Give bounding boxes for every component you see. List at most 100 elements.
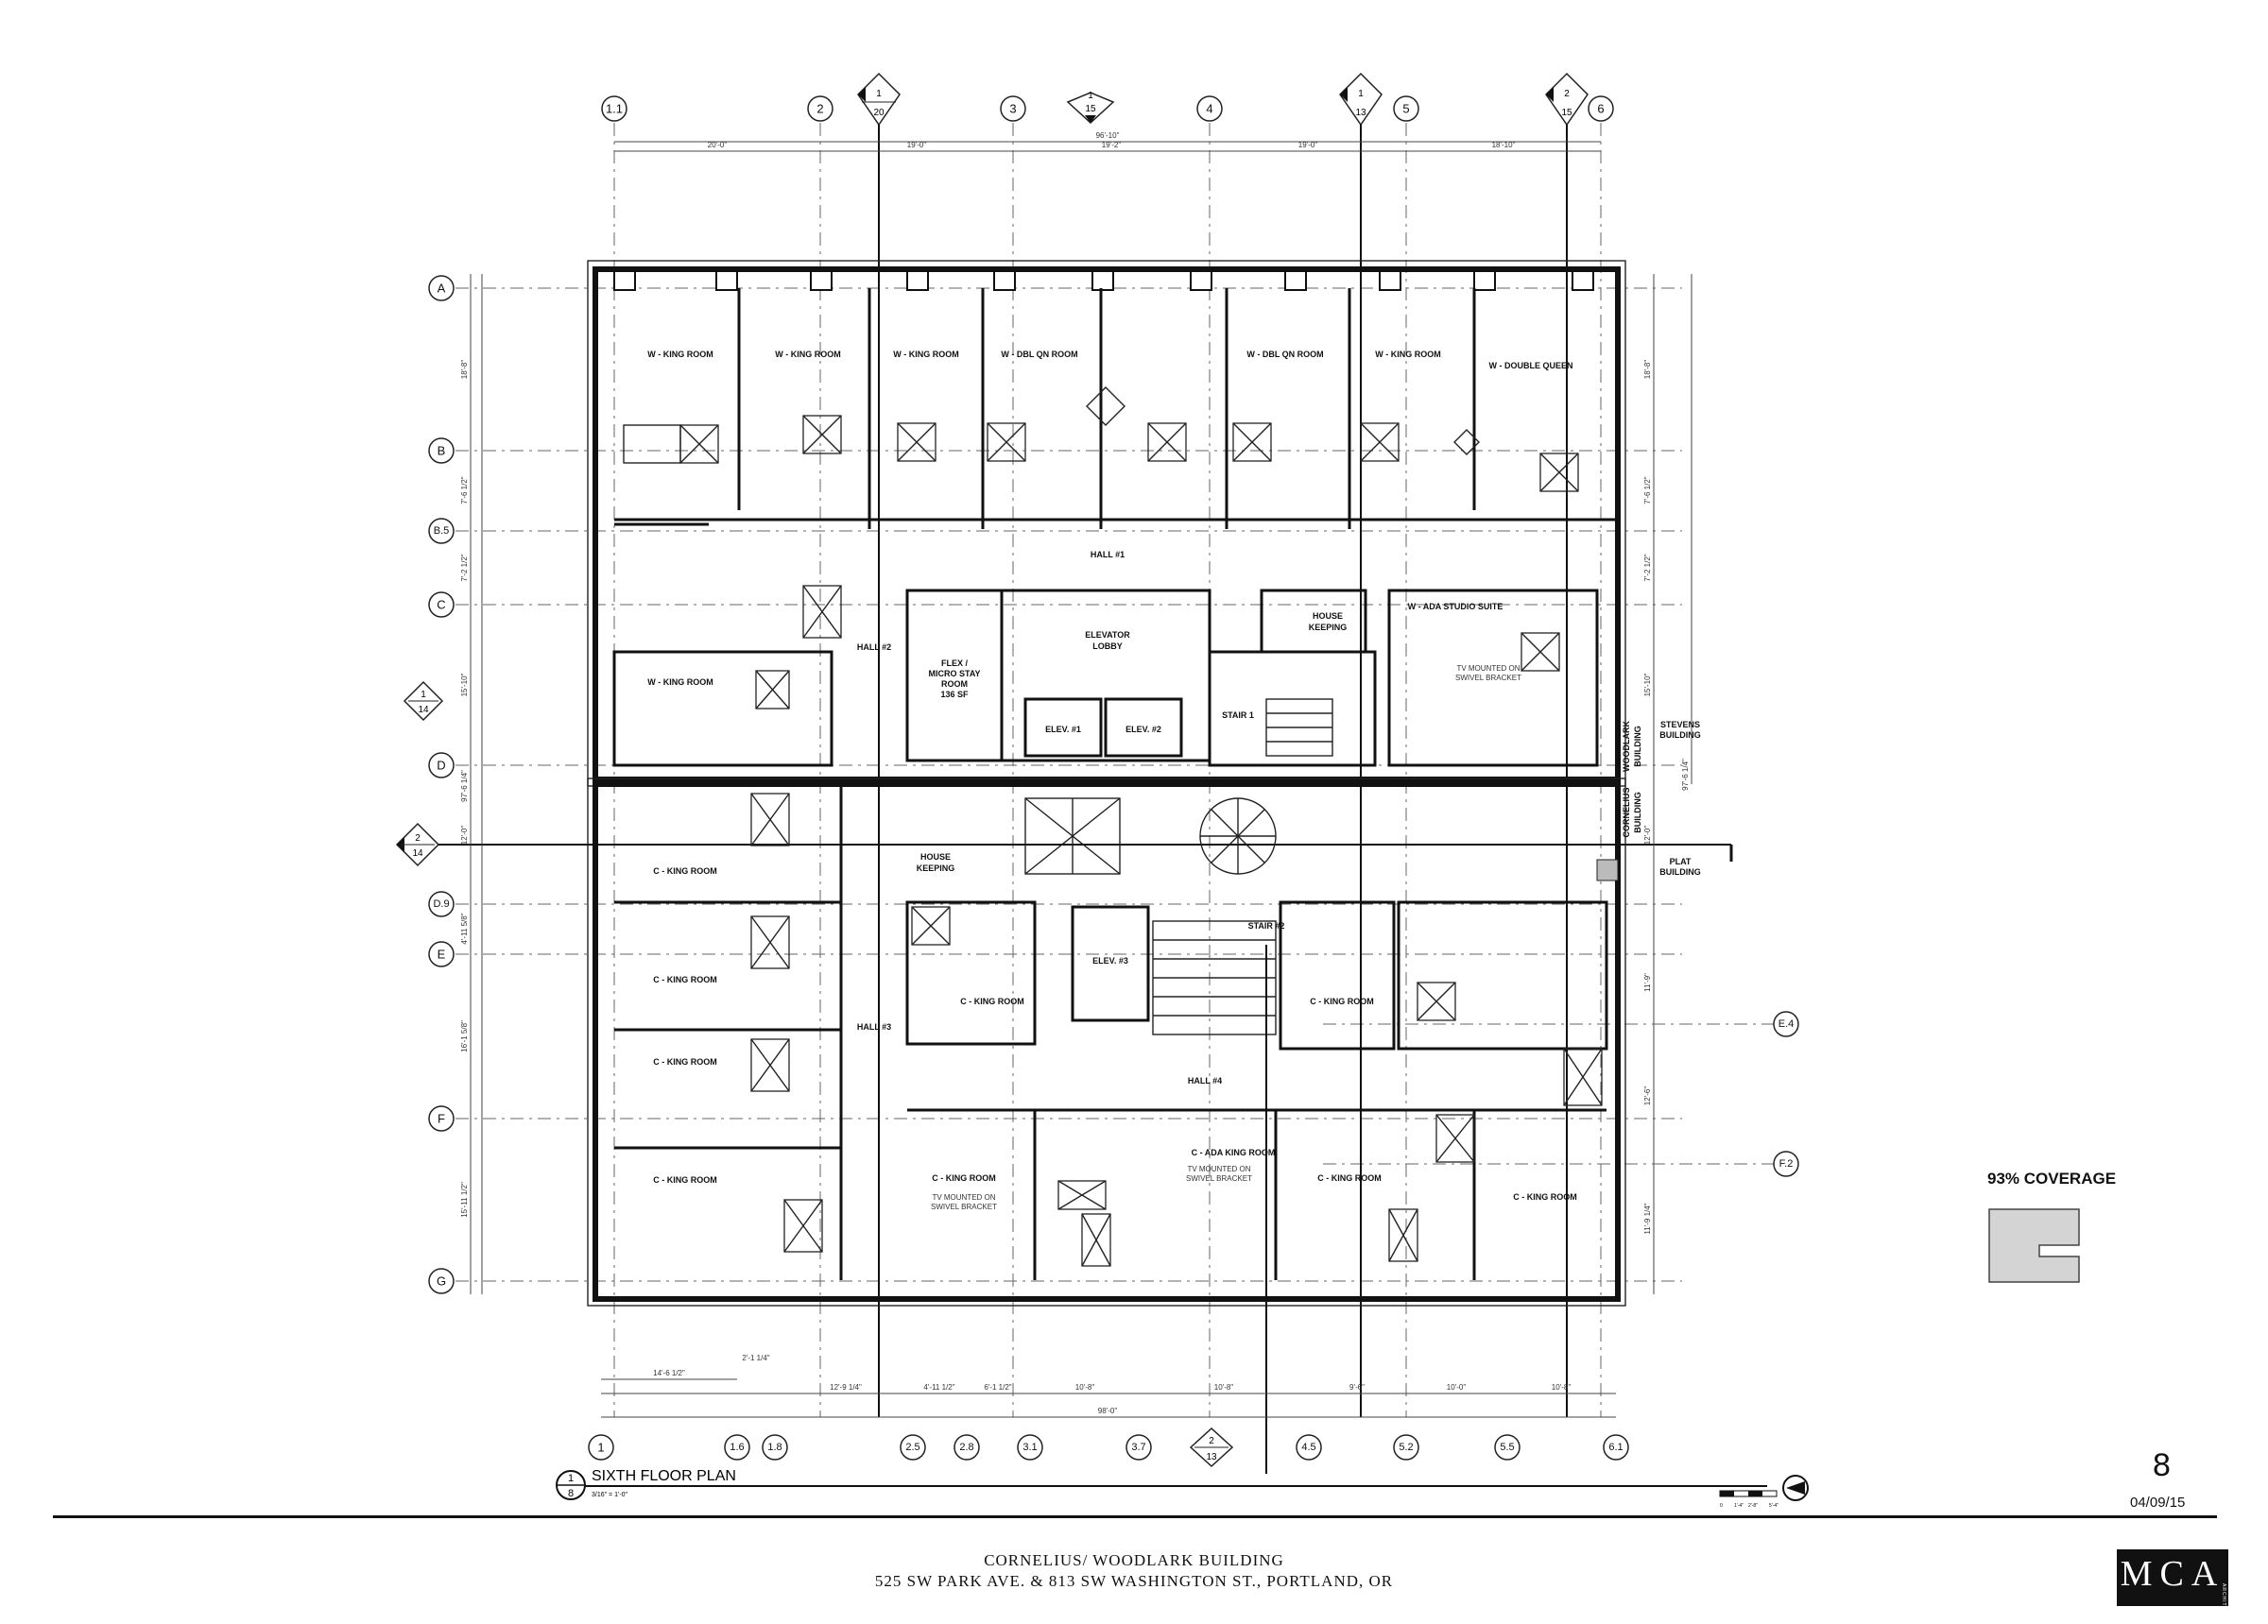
section-marker-2-15: 2 15 — [1545, 72, 1589, 1417]
grid-row-F2: F.2 — [1779, 1158, 1794, 1170]
room-w-king-4: W - KING ROOM — [1375, 350, 1441, 359]
svg-text:18'-8": 18'-8" — [1643, 360, 1652, 380]
svg-text:98'-0": 98'-0" — [1098, 1407, 1118, 1415]
section-marker-1-13: 1 13 — [1339, 72, 1383, 1417]
mca-logo-sub: ARCHITECTS — [2221, 1583, 2226, 1623]
svg-text:15'-10": 15'-10" — [1643, 673, 1652, 696]
svg-text:19'-0": 19'-0" — [1298, 141, 1318, 149]
label-stevens-2: BUILDING — [1659, 730, 1701, 740]
room-flex-line4: 136 SF — [940, 690, 969, 699]
section-marker-1-20: 1 20 — [857, 72, 901, 1417]
section-markers-top: 1 20 1 15 1 13 2 15 — [857, 72, 1589, 1417]
room-w-ada-studio: W - ADA STUDIO SUITE — [1408, 602, 1503, 611]
room-c-king-2: C - KING ROOM — [653, 975, 717, 984]
svg-text:2'-1 1/4": 2'-1 1/4" — [742, 1354, 769, 1362]
svg-text:12'-0": 12'-0" — [460, 826, 469, 846]
room-hall-2: HALL #2 — [857, 642, 891, 652]
grid-col-6.1: 6.1 — [1608, 1442, 1623, 1453]
grid-bubbles-top: 1.1 2 3 4 5 6 — [601, 95, 1614, 122]
svg-text:10'-0": 10'-0" — [1447, 1383, 1467, 1392]
mca-logo: MCA ARCHITECTS — [2117, 1549, 2228, 1623]
svg-text:0: 0 — [1720, 1503, 1723, 1509]
room-c-king-8: C - KING ROOM — [1317, 1173, 1382, 1183]
svg-text:6'-1 1/2": 6'-1 1/2" — [984, 1383, 1011, 1392]
svg-text:14: 14 — [412, 848, 423, 859]
grid-col-1.8: 1.8 — [767, 1442, 782, 1453]
label-plat-2: BUILDING — [1659, 867, 1701, 877]
tv-note-2a: TV MOUNTED ON — [932, 1193, 995, 1202]
grid-row-D: D — [437, 759, 445, 773]
svg-text:2: 2 — [1209, 1436, 1214, 1446]
svg-text:10'-8": 10'-8" — [1214, 1383, 1234, 1392]
label-cornelius-2: BUILDING — [1633, 792, 1642, 833]
grid-col-3.7: 3.7 — [1131, 1442, 1145, 1453]
grid-col-2.8: 2.8 — [959, 1442, 973, 1453]
north-arrow-scale: 0 1'-4" 2'-8" 5'-4" — [1719, 1475, 1809, 1509]
section-marker-1-15: 1 15 — [1066, 91, 1115, 125]
room-elevator-lobby-1: ELEVATOR — [1085, 630, 1130, 640]
tv-note-1b: SWIVEL BRACKET — [1455, 674, 1521, 682]
project-address: 525 SW PARK AVE. & 813 SW WASHINGTON ST.… — [874, 1572, 1394, 1590]
tv-note-1a: TV MOUNTED ON — [1456, 664, 1520, 673]
project-name: CORNELIUS/ WOODLARK BUILDING — [984, 1551, 1284, 1569]
svg-text:7'-2 1/2": 7'-2 1/2" — [1643, 554, 1652, 581]
room-stair-2: STAIR #2 — [1248, 921, 1285, 931]
grid-row-D9: D.9 — [433, 898, 449, 910]
grid-col-4: 4 — [1206, 102, 1212, 116]
svg-text:1: 1 — [1088, 91, 1093, 101]
drawing-title-sheet: 8 — [568, 1488, 574, 1499]
svg-text:96'-10": 96'-10" — [1096, 131, 1120, 140]
svg-text:12'-0": 12'-0" — [1643, 826, 1652, 846]
dimensions-right: 18'-8" 7'-6 1/2" 7'-2 1/2" 15'-10" 97'-6… — [1643, 274, 1692, 1294]
room-c-king-7: C - KING ROOM — [932, 1173, 996, 1183]
room-house-keeping-2a: HOUSE — [920, 852, 951, 862]
room-c-ada-king: C - ADA KING ROOM — [1192, 1148, 1276, 1157]
room-w-king-3: W - KING ROOM — [893, 350, 959, 359]
label-woodlark-2: BUILDING — [1633, 726, 1642, 767]
drawing-title: 1 8 SIXTH FLOOR PLAN 3/16" = 1'-0" — [556, 1468, 1767, 1500]
room-w-dbl-qn-2: W - DBL QN ROOM — [1246, 350, 1323, 359]
svg-text:10'-8": 10'-8" — [1075, 1383, 1095, 1392]
grid-row-C: C — [437, 598, 445, 612]
mca-logo-letters: MCA — [2120, 1554, 2225, 1594]
grid-col-2: 2 — [816, 102, 823, 116]
grid-col-5: 5 — [1402, 102, 1409, 116]
tv-note-3b: SWIVEL BRACKET — [1186, 1174, 1252, 1183]
svg-text:97'-6 1/4": 97'-6 1/4" — [460, 770, 469, 802]
grid-row-F: F — [438, 1112, 445, 1126]
grid-col-1.1: 1.1 — [606, 102, 623, 116]
svg-text:1: 1 — [1358, 89, 1364, 99]
grid-bubbles-bottom: 1 1.6 1.8 2.5 2.8 3.1 3.7 4.5 5.2 5.5 6.… — [588, 945, 1629, 1474]
grid-row-B5: B.5 — [434, 525, 450, 537]
woodlark-interior-walls — [612, 288, 1618, 767]
svg-text:13: 13 — [1206, 1452, 1217, 1462]
svg-text:4'-11 5/8": 4'-11 5/8" — [460, 913, 469, 944]
svg-text:10'-8": 10'-8" — [1552, 1383, 1572, 1392]
dimensions-left: 18'-8" 7'-6 1/2" 7'-2 1/2" 15'-10" 97'-6… — [460, 274, 483, 1294]
drawing-title-text: SIXTH FLOOR PLAN — [592, 1468, 736, 1484]
svg-text:20'-0": 20'-0" — [708, 141, 728, 149]
grid-lines-vertical — [613, 123, 1602, 1417]
svg-text:11'-9": 11'-9" — [1643, 973, 1652, 992]
svg-text:13: 13 — [1355, 108, 1366, 118]
svg-text:7'-2 1/2": 7'-2 1/2" — [460, 554, 469, 581]
room-c-king-1: C - KING ROOM — [653, 866, 717, 876]
svg-text:14: 14 — [418, 705, 429, 715]
light-well — [1024, 797, 1277, 875]
svg-text:7'-6 1/2": 7'-6 1/2" — [1643, 476, 1652, 504]
grid-row-G: G — [437, 1274, 446, 1289]
svg-text:12'-6": 12'-6" — [1643, 1086, 1652, 1106]
room-w-king-5: W - KING ROOM — [647, 677, 713, 687]
svg-text:12'-9 1/4": 12'-9 1/4" — [830, 1383, 862, 1392]
svg-text:11'-9 1/4": 11'-9 1/4" — [1643, 1203, 1652, 1234]
room-house-keeping-1b: KEEPING — [1309, 623, 1348, 632]
svg-text:2: 2 — [415, 833, 421, 844]
title-block-rule — [53, 1515, 2217, 1518]
svg-text:5'-4": 5'-4" — [1769, 1503, 1778, 1509]
svg-text:18'-10": 18'-10" — [1492, 141, 1516, 149]
svg-text:9'-6": 9'-6" — [1349, 1383, 1365, 1392]
room-hall-1: HALL #1 — [1091, 550, 1125, 559]
grid-bubbles-left: A B B.5 C D D.9 E F G — [428, 275, 455, 1294]
